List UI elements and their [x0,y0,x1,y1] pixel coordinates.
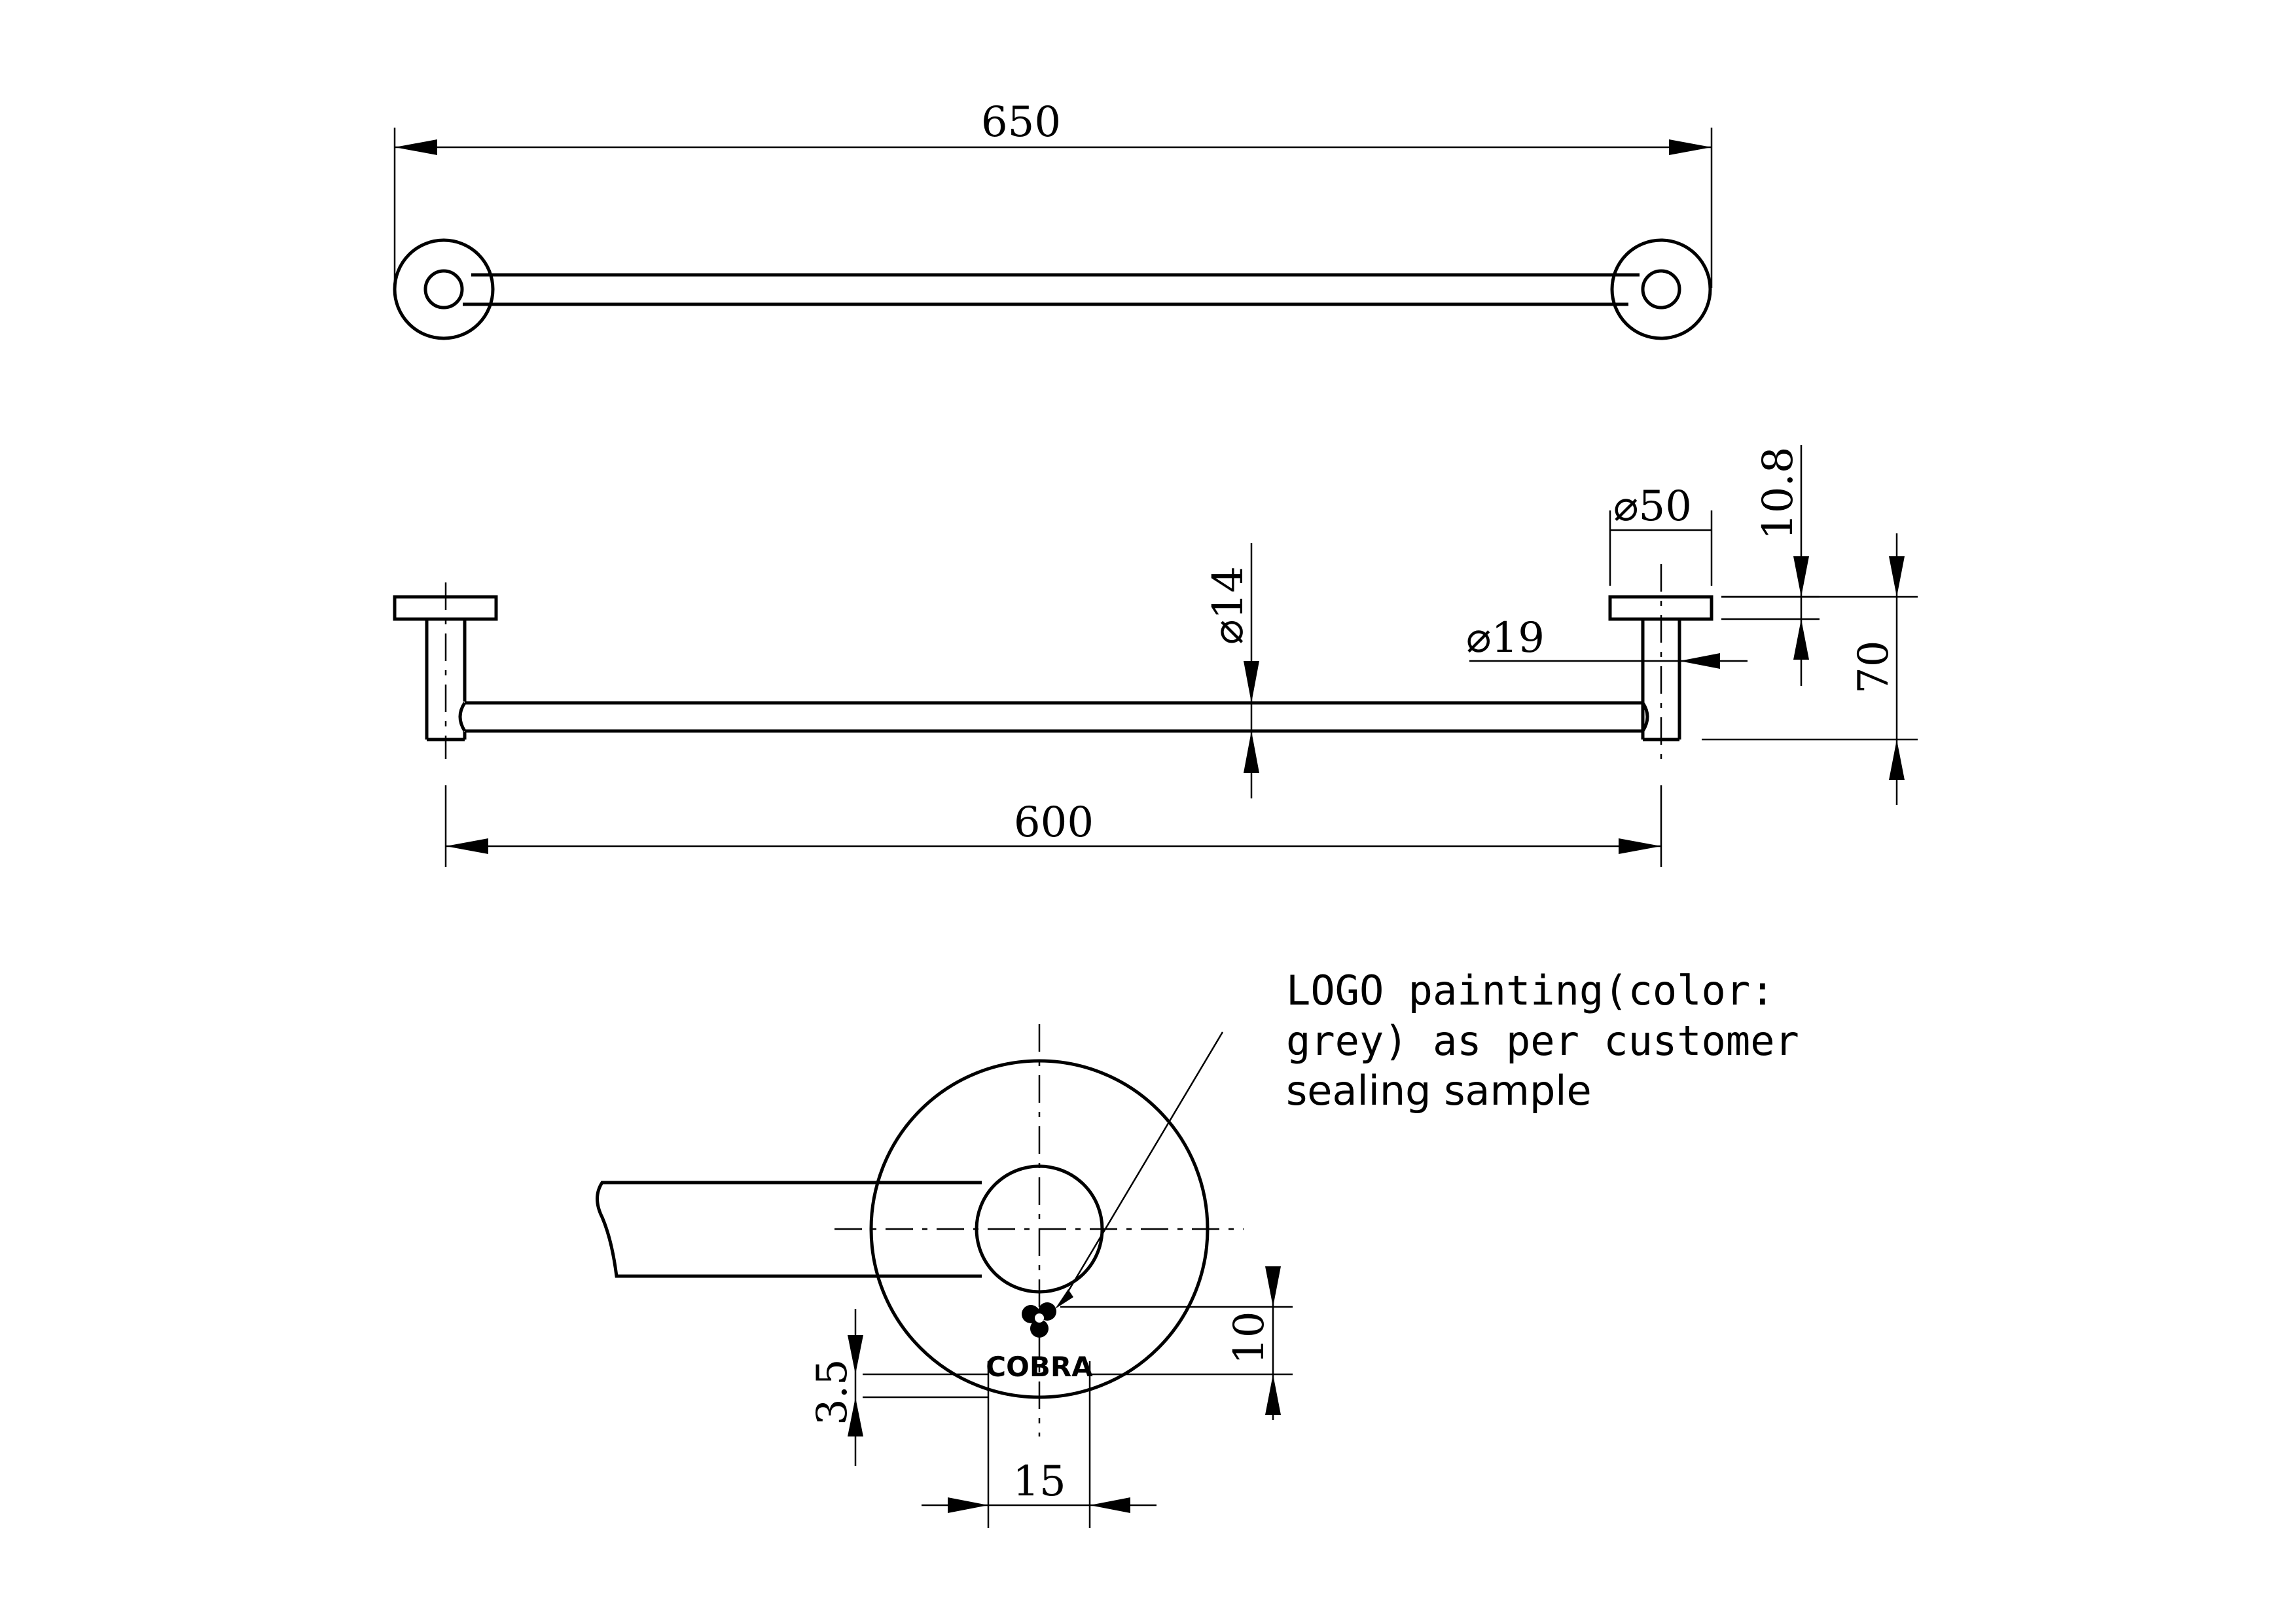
top-view: 650 [393,98,1713,340]
text-height-label: 3.5 [808,1359,857,1425]
detail-bar-outline [596,1181,877,1278]
flange-diameter-label: ⌀50 [1613,482,1692,531]
detail-view: COBRA LOGO painting(color: grey) as per … [596,967,1799,1528]
projection-label: 70 [1850,641,1898,694]
left-flange-outline [393,238,495,340]
logo-note-line-2: grey) as per customer [1286,1017,1799,1065]
logo-note-line-1: LOGO painting(color: [1286,967,1775,1014]
note-leader [1062,1031,1224,1300]
post-diameter-label: ⌀19 [1466,614,1545,662]
logo-height-label: 10 [1225,1311,1274,1364]
left-post-outline [423,269,464,310]
overall-length-label: 650 [981,98,1061,147]
bar-diameter-label: ⌀14 [1204,566,1253,645]
cobra-logo-icon [1022,1302,1056,1338]
right-flange-outline [1610,238,1712,340]
front-view: 600 ⌀14 ⌀19 ⌀50 10.8 70 [393,445,1918,867]
logo-width-label: 15 [1013,1457,1066,1506]
centers-length-label: 600 [1014,798,1094,847]
flange-thickness-label: 10.8 [1754,447,1803,541]
logo-text: COBRA [986,1351,1093,1383]
logo-note-line-3: sealing sample [1286,1067,1592,1115]
right-post-outline [1641,269,1681,310]
